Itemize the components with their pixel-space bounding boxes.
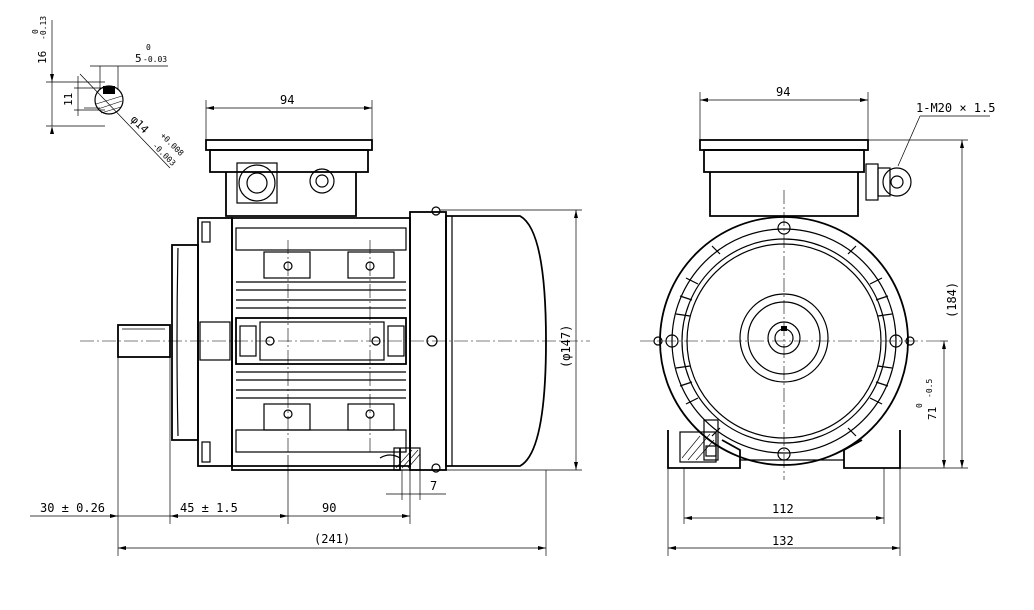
side-overall-length: (241) xyxy=(314,532,350,546)
front-foot-hole-spacing: 112 xyxy=(772,502,794,516)
key-width-tol-upper: 0 xyxy=(146,43,151,52)
side-foot-thickness: 7 xyxy=(430,479,437,493)
side-shaft-length: 30 ± 0.26 xyxy=(40,501,105,515)
motor-side-view: 94 (φ147) 30 ± 0.26 45 ± 1.5 90 7 (241) xyxy=(30,93,590,556)
side-shaft-to-foot-hole: 45 ± 1.5 xyxy=(180,501,238,515)
side-overall-dia: (φ147) xyxy=(559,325,573,368)
front-shaft-height-tol-lower: -0.5 xyxy=(925,379,934,398)
key-height-tol-upper: 0 xyxy=(31,29,40,34)
front-overall-height: (184) xyxy=(945,282,959,318)
front-cable-gland: 1-M20 × 1.5 xyxy=(916,101,995,115)
side-terminal-box-width: 94 xyxy=(280,93,294,107)
front-terminal-box-width: 94 xyxy=(776,85,790,99)
front-foot-width: 132 xyxy=(772,534,794,548)
shaft-key-depth-label: 11 xyxy=(62,93,75,106)
motor-front-view: 1-M20 × 1.5 xyxy=(640,85,995,556)
key-width-tol-lower: -0.03 xyxy=(143,55,167,64)
key-width-label: 5 xyxy=(135,52,142,65)
shaft-dia-label: φ14 xyxy=(128,113,152,137)
key-height-label: 16 xyxy=(36,51,49,64)
front-shaft-height-tol-upper: 0 xyxy=(915,403,924,408)
key-height-tol-lower: -0.13 xyxy=(39,16,48,40)
key-detail: 16 0 -0.13 5 0 -0.03 11 φ14 +0.008 -0.00… xyxy=(31,16,186,169)
front-shaft-height: 71 xyxy=(926,407,939,420)
side-foot-hole-spacing: 90 xyxy=(322,501,336,515)
